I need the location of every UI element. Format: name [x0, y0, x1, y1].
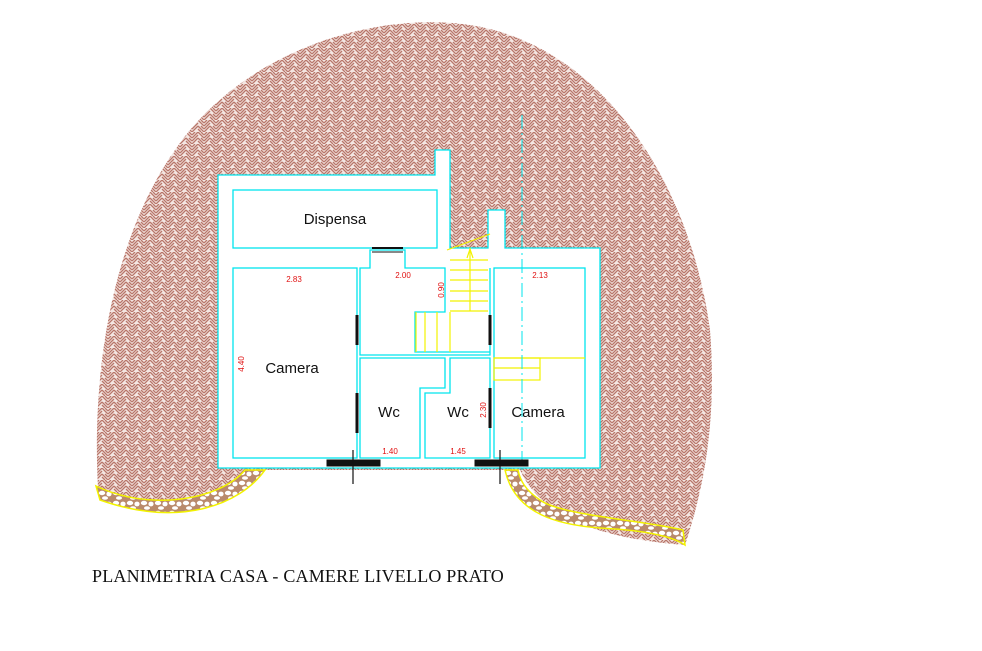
dim-hall-width: 2.00 — [395, 271, 411, 280]
stairs — [415, 233, 585, 381]
dim-camera-right-width: 2.13 — [532, 271, 548, 280]
dim-wc-1-width: 1.40 — [382, 447, 398, 456]
pebble-border-left — [94, 469, 267, 514]
dim-wc-2-width: 1.45 — [450, 447, 466, 456]
label-camera-right: Camera — [511, 404, 565, 421]
room-dispensa — [232, 189, 438, 249]
plan-caption: PLANIMETRIA CASA - CAMERE LIVELLO PRATO — [92, 566, 504, 586]
label-wc-2: Wc — [447, 404, 469, 421]
label-wc-1: Wc — [378, 404, 400, 421]
dim-wc-2-depth: 2.30 — [479, 402, 488, 418]
room-wc-2 — [424, 357, 491, 459]
dim-camera-left-width: 2.83 — [286, 275, 302, 284]
room-wc-1 — [359, 357, 446, 459]
openings — [326, 247, 529, 484]
room-camera-left — [232, 267, 358, 459]
label-dispensa: Dispensa — [304, 211, 367, 228]
dim-stair-width: 0.90 — [437, 282, 446, 298]
pebble-border-right — [504, 469, 686, 547]
label-camera-left: Camera — [265, 360, 319, 377]
dim-camera-left-depth: 4.40 — [237, 356, 246, 372]
